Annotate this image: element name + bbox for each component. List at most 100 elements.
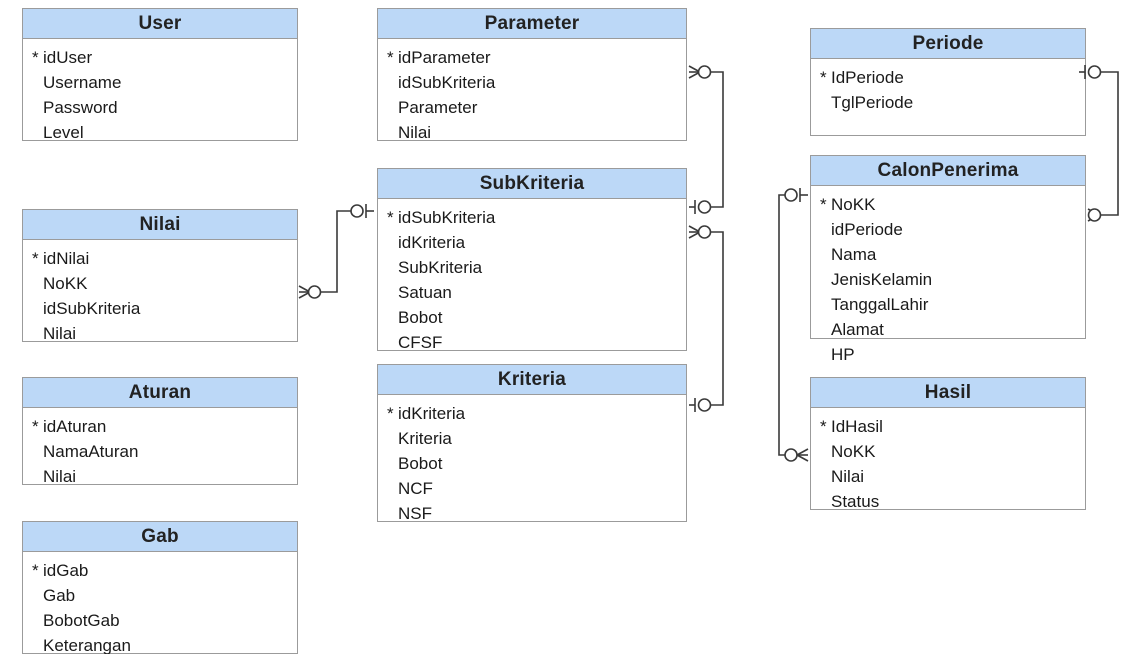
attribute-name: NamaAturan — [43, 442, 139, 461]
attribute-name: idNilai — [43, 249, 90, 268]
attribute-row: NSF — [378, 501, 686, 526]
primary-key-marker: * — [820, 195, 827, 214]
attribute-name: NCF — [398, 479, 433, 498]
primary-key-marker: * — [32, 249, 39, 268]
primary-key-marker: * — [32, 417, 39, 436]
attribute-name: JenisKelamin — [831, 270, 933, 289]
attribute-row: NoKK — [23, 271, 297, 296]
primary-key-marker: * — [820, 417, 827, 436]
attribute-row: *idSubKriteria — [378, 205, 686, 230]
attribute-row: Nama — [811, 242, 1085, 267]
attribute-name: Nilai — [398, 123, 432, 142]
attribute-row: Nilai — [23, 321, 297, 346]
attribute-row: BobotGab — [23, 608, 297, 633]
attribute-row: *IdHasil — [811, 414, 1085, 439]
attribute-row: *idGab — [23, 558, 297, 583]
attribute-row: idSubKriteria — [378, 70, 686, 95]
attribute-name: Nama — [831, 245, 877, 264]
entity-title-parameter: Parameter — [378, 9, 686, 39]
attribute-row: JenisKelamin — [811, 267, 1085, 292]
attribute-row: TanggalLahir — [811, 292, 1085, 317]
attribute-row: Bobot — [378, 451, 686, 476]
attribute-name: Alamat — [831, 320, 884, 339]
attribute-name: TanggalLahir — [831, 295, 929, 314]
attribute-name: NoKK — [831, 195, 876, 214]
attribute-name: CFSF — [398, 333, 443, 352]
primary-key-marker: * — [32, 561, 39, 580]
attribute-row: NCF — [378, 476, 686, 501]
rel-subkriteria-parameter — [688, 65, 724, 214]
attribute-row: *idNilai — [23, 246, 297, 271]
attribute-row: Keterangan — [23, 633, 297, 654]
attribute-row: *idKriteria — [378, 401, 686, 426]
attribute-row: Username — [23, 70, 297, 95]
attribute-row: idKriteria — [378, 230, 686, 255]
rel-calonpenerima-hasil — [778, 188, 809, 462]
attribute-name: idKriteria — [398, 404, 466, 423]
attribute-row: idSubKriteria — [23, 296, 297, 321]
attribute-name: idAturan — [43, 417, 107, 436]
entity-title-kriteria: Kriteria — [378, 365, 686, 395]
attribute-name: Nilai — [43, 467, 77, 486]
attribute-row: Nilai — [811, 464, 1085, 489]
attribute-name: Bobot — [398, 454, 443, 473]
primary-key-marker: * — [32, 48, 39, 67]
attribute-name: NoKK — [831, 442, 876, 461]
entity-title-hasil: Hasil — [811, 378, 1085, 408]
attribute-row: NamaAturan — [23, 439, 297, 464]
attribute-name: IdHasil — [831, 417, 883, 436]
attribute-name: Nilai — [43, 324, 77, 343]
attribute-row: *NoKK — [811, 192, 1085, 217]
attribute-name: idSubKriteria — [398, 73, 496, 92]
attribute-row: HP — [811, 342, 1085, 367]
primary-key-marker: * — [387, 404, 394, 423]
primary-key-marker: * — [387, 208, 394, 227]
entity-title-calonpenerima: CalonPenerima — [811, 156, 1085, 186]
entity-title-gab: Gab — [23, 522, 297, 552]
attribute-name: Status — [831, 492, 880, 511]
attribute-name: Username — [43, 73, 122, 92]
attribute-name: HP — [831, 345, 855, 364]
attribute-row: Gab — [23, 583, 297, 608]
attribute-row: Kriteria — [378, 426, 686, 451]
attribute-name: TglPeriode — [831, 93, 914, 112]
attribute-name: Level — [43, 123, 84, 142]
attribute-row: *idAturan — [23, 414, 297, 439]
attribute-row: *IdPeriode — [811, 65, 1085, 90]
entity-title-subkriteria: SubKriteria — [378, 169, 686, 199]
attribute-name: SubKriteria — [398, 258, 483, 277]
attribute-name: BobotGab — [43, 611, 120, 630]
attribute-row: Satuan — [378, 280, 686, 305]
attribute-name: idUser — [43, 48, 93, 67]
attribute-name: Nilai — [831, 467, 865, 486]
attribute-row: Level — [23, 120, 297, 145]
rel-kriteria-subkriteria — [688, 225, 724, 412]
attribute-name: idParameter — [398, 48, 491, 67]
attribute-name: idSubKriteria — [398, 208, 496, 227]
attribute-name: Satuan — [398, 283, 452, 302]
entity-title-periode: Periode — [811, 29, 1085, 59]
attribute-row: Status — [811, 489, 1085, 514]
attribute-row: *idUser — [23, 45, 297, 70]
attribute-name: Bobot — [398, 308, 443, 327]
attribute-row: SubKriteria — [378, 255, 686, 280]
entity-title-aturan: Aturan — [23, 378, 297, 408]
